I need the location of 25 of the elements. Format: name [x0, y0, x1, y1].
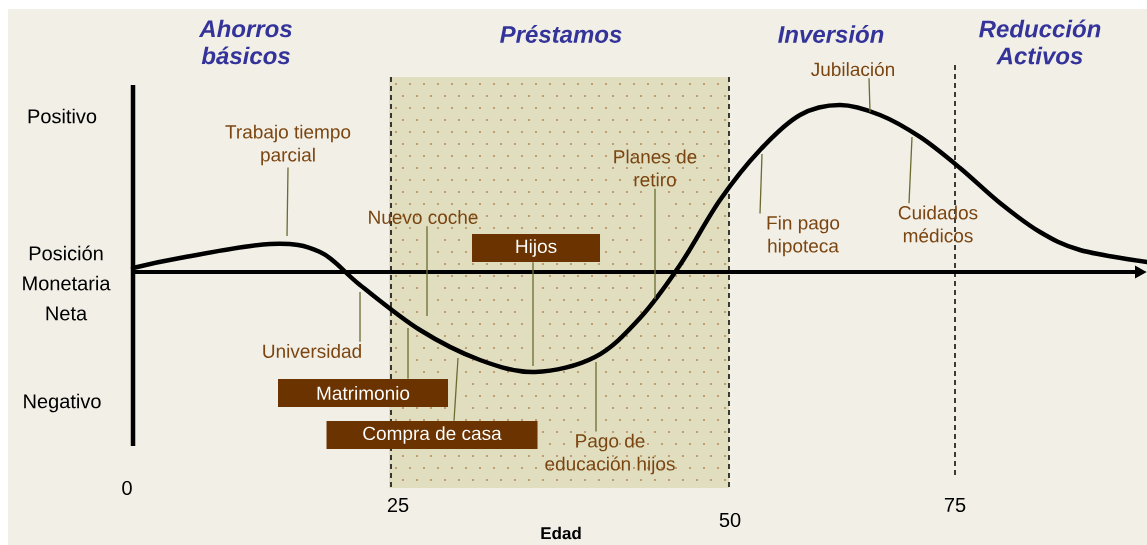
annotation-label: Planes de retiro	[614, 149, 697, 187]
label-box: Compra de casa	[326, 421, 538, 449]
section-heading: Reducción Activos	[979, 19, 1101, 65]
label-box: Hijos	[472, 234, 600, 262]
annotation-label: Universidad	[263, 344, 361, 358]
axis-label: 25	[387, 497, 409, 513]
axis-label: Negativo	[24, 393, 101, 413]
axis-title: Edad	[541, 526, 581, 540]
axis-label: 75	[944, 498, 966, 512]
leader-line	[654, 188, 656, 300]
axis-label: Posición Monetaria Neta	[23, 245, 111, 321]
label-box: Matrimonio	[278, 379, 448, 407]
section-heading: Inversión	[778, 25, 884, 43]
section-heading: Ahorros básicos	[198, 19, 292, 65]
leader-line	[286, 166, 289, 237]
axis-label: 0	[122, 480, 132, 496]
annotation-label: Fin pago hipoteca	[767, 215, 840, 257]
annotation-label: Pago de educación hijos	[545, 433, 675, 475]
annotation-label: Nuevo coche	[369, 210, 478, 224]
axis-label: Positivo	[28, 108, 97, 124]
annotation-label: Jubilación	[811, 61, 894, 77]
section-heading: Préstamos	[500, 25, 622, 43]
annotation-label: Trabajo tiempo parcial	[225, 124, 351, 166]
axis-label: 50	[719, 512, 741, 528]
annotation-label: Cuidados médicos	[898, 205, 978, 243]
